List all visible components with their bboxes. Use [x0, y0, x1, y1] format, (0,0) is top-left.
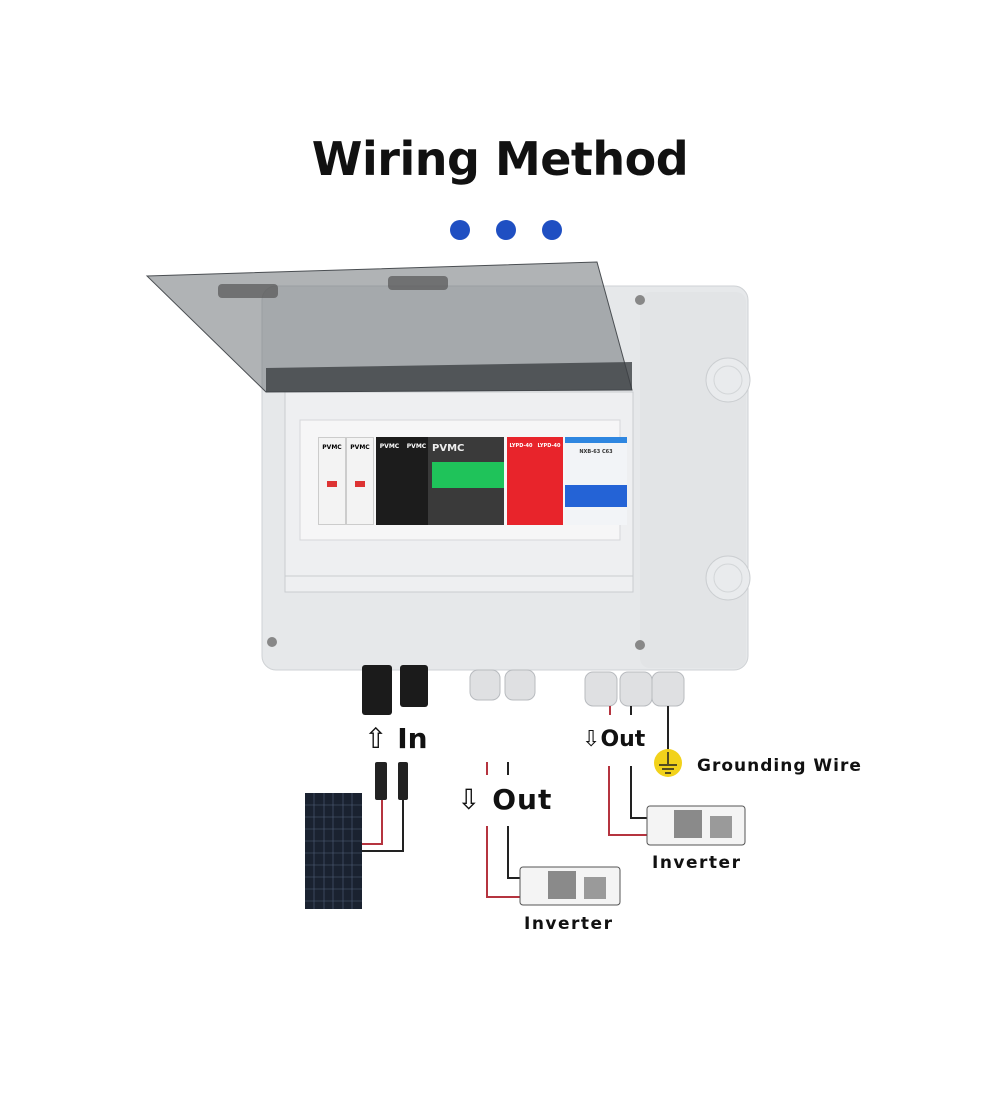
cable-gland: [504, 669, 536, 701]
arrow-down-icon: ⇩: [582, 727, 601, 752]
ac-spd-module[interactable]: LYPD-40: [535, 437, 563, 525]
mc4-connector: [400, 665, 428, 707]
module-brand: PVMC: [406, 443, 427, 450]
cable-gland: [469, 669, 501, 701]
solar-panel: [305, 793, 362, 909]
inverter-right-label: Inverter: [652, 853, 742, 873]
carousel-dot: [450, 220, 470, 240]
lid-hinge: [218, 284, 278, 298]
module-model: LYPD-40: [537, 443, 561, 449]
out-text: Out: [492, 783, 553, 816]
knockout: [705, 357, 751, 403]
cable-gland: [651, 671, 685, 707]
in-label: ⇧ In: [364, 722, 428, 755]
dc-breaker[interactable]: PVMC: [428, 437, 504, 525]
out-label-right: ⇩Out: [582, 727, 645, 752]
ac-spd-module[interactable]: LYPD-40: [507, 437, 535, 525]
fuse-holder[interactable]: PVMC: [346, 437, 374, 525]
enclosure-side: [640, 292, 746, 668]
screw: [635, 640, 645, 650]
knockout: [705, 555, 751, 601]
out-label-left: ⇩ Out: [457, 783, 552, 816]
module-brand: PVMC: [350, 444, 370, 451]
dc-spd-module[interactable]: PVMC: [376, 437, 403, 525]
screw: [635, 295, 645, 305]
grounding-label: Grounding Wire: [697, 756, 862, 776]
arrow-up-icon: ⇧: [364, 722, 388, 755]
mc4-plug: [375, 762, 387, 800]
module-brand: PVMC: [432, 443, 465, 454]
fuse-holder[interactable]: PVMC: [318, 437, 346, 525]
dc-spd-module[interactable]: PVMC: [403, 437, 430, 525]
ground-icon: [654, 749, 682, 777]
mc4-connector: [362, 665, 392, 715]
lid-hinge: [388, 276, 448, 290]
module-brand: PVMC: [379, 443, 400, 450]
screw: [267, 637, 277, 647]
out-text: Out: [600, 727, 646, 752]
page-title: Wiring Method: [311, 132, 689, 186]
module-model: NXB-63 C63: [579, 449, 613, 455]
ac-breaker[interactable]: NXB-63 C63: [565, 437, 627, 525]
in-text: In: [397, 722, 428, 755]
module-brand: PVMC: [322, 444, 342, 451]
arrow-down-icon: ⇩: [457, 783, 482, 816]
module-model: LYPD-40: [509, 443, 533, 449]
carousel-dot: [542, 220, 562, 240]
inverter-right-drawing: [646, 805, 746, 846]
carousel-dot: [496, 220, 516, 240]
inverter-left-drawing: [519, 866, 621, 906]
cable-gland: [584, 671, 618, 707]
inverter-left-label: Inverter: [524, 914, 614, 934]
mc4-plug: [398, 762, 408, 800]
cable-gland: [619, 671, 653, 707]
